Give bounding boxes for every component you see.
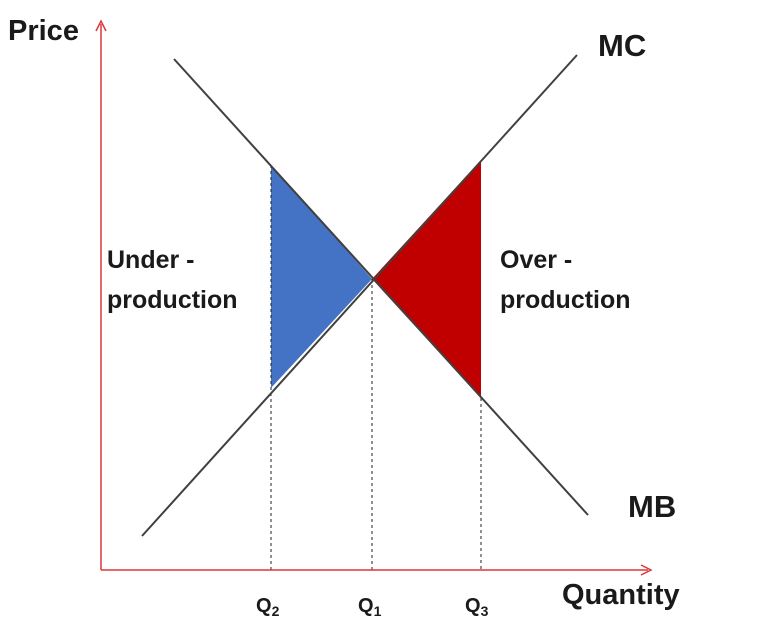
over-production-label-line2: production	[500, 286, 631, 314]
under-production-label-line2: production	[107, 286, 238, 314]
over-production-label-line1: Over -	[500, 246, 572, 274]
under-production-region	[271, 165, 372, 388]
y-axis-arrowhead	[95, 19, 107, 32]
over-production-region	[372, 160, 481, 398]
tick-label-q3: Q3	[465, 595, 489, 619]
mc-label: MC	[598, 28, 646, 63]
y-axis-title: Price	[8, 15, 79, 47]
under-production-label-line1: Under -	[107, 246, 195, 274]
mb-curve	[173, 58, 589, 516]
mb-label: MB	[628, 489, 676, 524]
tick-label-q2: Q2	[256, 595, 280, 619]
mc-curve	[141, 54, 578, 537]
x-axis-title: Quantity	[562, 579, 680, 611]
tick-label-q1: Q1	[358, 595, 382, 619]
x-axis-arrowhead	[640, 564, 653, 576]
